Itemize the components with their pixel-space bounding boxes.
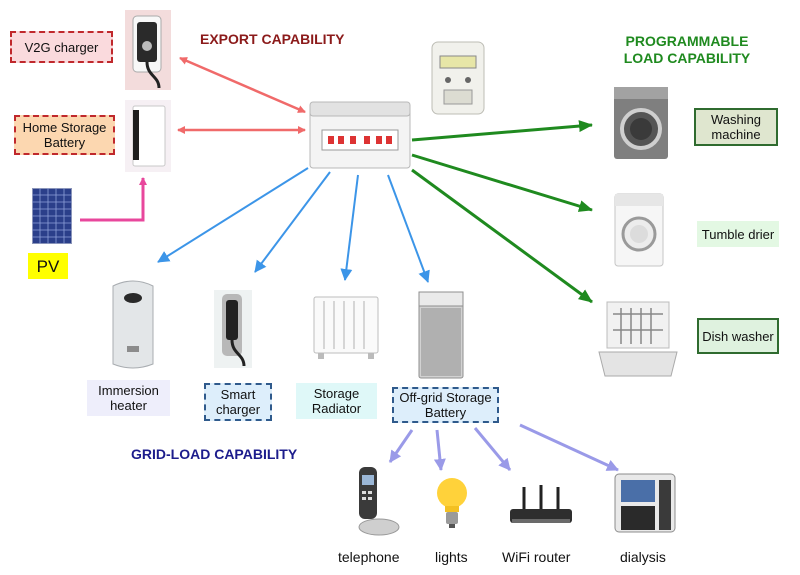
dialysis-caption: dialysis: [620, 549, 666, 565]
arrow-storage-radiator: [340, 174, 359, 281]
storage-radiator-label: Storage Radiator: [296, 383, 377, 419]
smart-line2: charger: [215, 402, 261, 417]
v2g-charger-text: V2G charger: [24, 39, 99, 55]
light-bulb-icon: [434, 476, 470, 530]
dish-washer-icon: [597, 300, 679, 378]
dish-washer-label: Dish washer: [697, 318, 779, 354]
arrow-v2g: [179, 56, 306, 114]
immersion-line2: heater: [110, 398, 147, 413]
grid-load-heading: GRID-LOAD CAPABILITY: [131, 446, 298, 462]
immersion-line1: Immersion: [98, 383, 159, 398]
washing-line2: machine: [711, 127, 761, 142]
dish-washer-text: Dish washer: [702, 328, 774, 344]
smart-charger-icon: [214, 290, 252, 368]
storage-line1: Storage: [313, 386, 360, 401]
offgrid-battery-icon: [417, 290, 465, 380]
arrow-offgrid: [387, 174, 430, 283]
arrow-dish-washer: [411, 168, 593, 304]
arrow-washing-machine: [411, 120, 593, 142]
arrow-wifi: [473, 427, 512, 471]
storage-line2: Radiator: [311, 401, 362, 416]
offgrid-battery-label: Off-grid Storage Battery: [392, 387, 499, 423]
consumer-unit-icon: [308, 100, 412, 170]
home-storage-line1: Home Storage: [22, 120, 107, 135]
telephone-caption: telephone: [338, 549, 400, 565]
wifi-router-caption: WiFi router: [502, 549, 571, 565]
arrow-dialysis: [519, 423, 619, 472]
export-heading: EXPORT CAPABILITY: [200, 31, 345, 47]
washing-line1: Washing: [710, 112, 762, 127]
v2g-charger-label: V2G charger: [10, 31, 113, 63]
arrow-telephone: [388, 429, 414, 463]
pv-label: PV: [28, 253, 68, 279]
storage-radiator-icon: [312, 295, 380, 361]
arrow-smart-charger: [254, 171, 331, 273]
solar-panel-icon: [32, 188, 72, 244]
wifi-router-icon: [508, 483, 574, 527]
arrow-immersion: [157, 167, 309, 263]
programmable-heading: PROGRAMMABLE LOAD CAPABILITY: [604, 33, 770, 67]
smart-meter-icon: [428, 40, 488, 116]
smart-line1: Smart: [220, 387, 256, 402]
arrow-lights: [433, 429, 446, 471]
lights-caption: lights: [435, 549, 468, 565]
smart-charger-label: Smart charger: [204, 383, 272, 421]
immersion-heater-icon: [107, 276, 159, 372]
telephone-icon: [353, 465, 401, 537]
programmable-heading-line1: PROGRAMMABLE: [625, 33, 749, 49]
arrow-pv: [80, 177, 147, 222]
washing-machine-label: Washing machine: [694, 108, 778, 146]
offgrid-line1: Off-grid Storage: [399, 390, 492, 405]
washing-machine-icon: [612, 85, 670, 161]
immersion-heater-label: Immersion heater: [87, 380, 170, 416]
arrow-tumble-drier: [411, 153, 593, 212]
home-storage-label: Home Storage Battery: [14, 115, 115, 155]
tumble-drier-label: Tumble drier: [697, 221, 779, 247]
dialysis-machine-icon: [613, 472, 677, 534]
programmable-heading-line2: LOAD CAPABILITY: [623, 50, 751, 66]
home-storage-line2: Battery: [43, 135, 86, 150]
home-battery-icon: [125, 100, 171, 172]
v2g-charger-icon: [125, 10, 171, 90]
tumble-drier-text: Tumble drier: [701, 226, 775, 242]
pv-text: PV: [36, 256, 60, 276]
offgrid-line2: Battery: [424, 405, 467, 420]
tumble-drier-icon: [613, 192, 665, 268]
